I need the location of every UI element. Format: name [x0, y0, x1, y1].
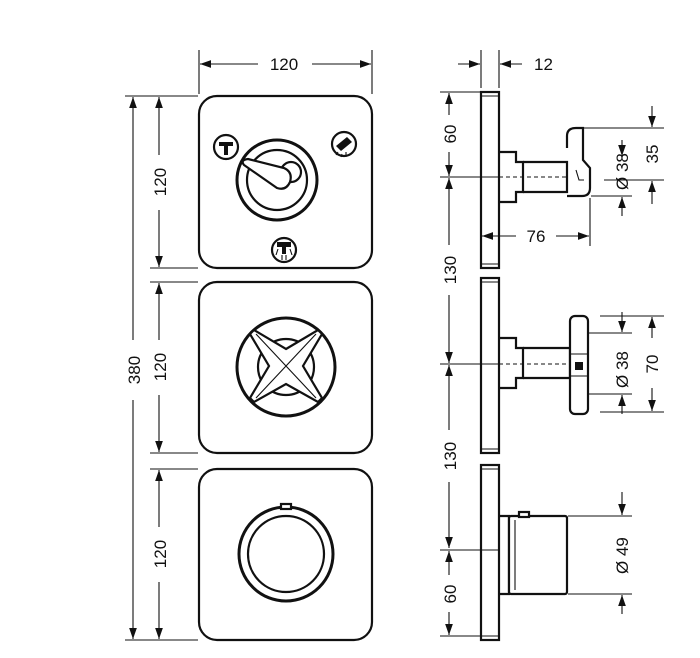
side-module-cross-valve: [479, 276, 590, 455]
dim-top-height: 35: [604, 106, 664, 204]
dim-front-module-heights: 120 120 120: [150, 97, 198, 639]
dim-bottom-offset: 60: [440, 549, 498, 637]
module-round-control: [197, 467, 374, 642]
plate-thickness-label: 12: [534, 55, 553, 74]
front-view: 120 380 120 120 120: [125, 50, 374, 642]
dim-front-total-height: 380: [125, 95, 198, 641]
pitch-label-1: 130: [441, 256, 460, 284]
dim-top-offset: 60: [440, 91, 498, 178]
side-view: 12 60 Ø 38: [440, 50, 664, 642]
side-module-diverter: [479, 90, 592, 270]
dim-middle-diameter: Ø 38: [589, 312, 632, 414]
top-height-label: 35: [643, 145, 662, 164]
hand-shower-icon: [270, 236, 298, 264]
top-depth-label: 76: [527, 227, 546, 246]
side-module-round-control: [479, 463, 569, 642]
dim-front-width: 120: [198, 50, 373, 94]
middle-height-label: 70: [643, 355, 662, 374]
dim-middle-height: 70: [600, 315, 664, 413]
pitch-label-2: 130: [441, 442, 460, 470]
total-height-label: 380: [125, 356, 144, 384]
shower-head-icon: [330, 130, 358, 158]
dim-bottom-diameter: Ø 49: [568, 492, 632, 614]
front-width-label: 120: [270, 55, 298, 74]
dim-plate-thickness: 12: [458, 50, 553, 88]
top-offset-label: 60: [441, 125, 460, 144]
middle-diameter-label: Ø 38: [613, 351, 632, 388]
module-height-label-1: 120: [151, 168, 170, 196]
top-diameter-label: Ø 38: [613, 153, 632, 190]
module-cross-valve: [197, 280, 374, 455]
dim-top-depth: 76: [480, 198, 591, 268]
module-height-label-3: 120: [151, 540, 170, 568]
diverter-lever: [241, 157, 292, 190]
dim-top-diameter: Ø 38: [584, 127, 632, 216]
dim-pitch-1: 130: [441, 178, 460, 363]
bathtub-spout-icon: [212, 133, 240, 161]
bottom-offset-label: 60: [441, 585, 460, 604]
bottom-diameter-label: Ø 49: [613, 537, 632, 574]
module-height-label-2: 120: [151, 353, 170, 381]
dim-pitch-2: 130: [440, 363, 498, 548]
module-diverter: [197, 94, 374, 270]
